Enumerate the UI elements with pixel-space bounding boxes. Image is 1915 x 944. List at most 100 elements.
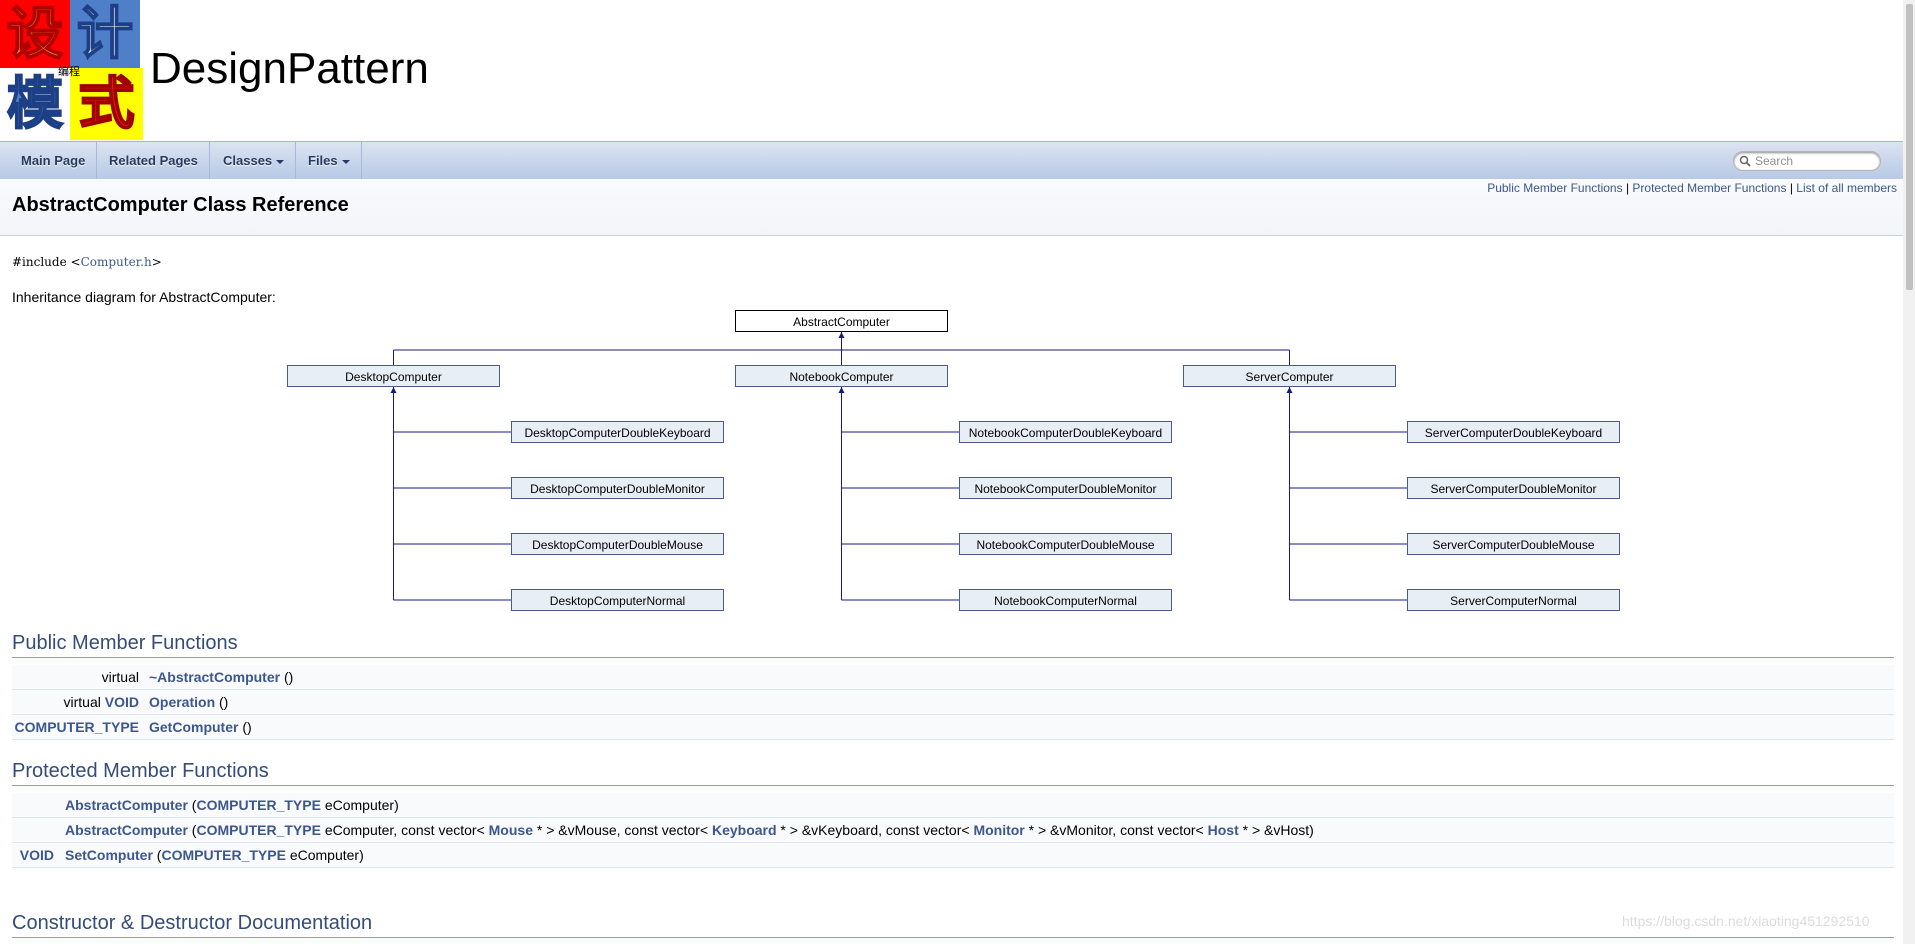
member-text: ( bbox=[152, 847, 162, 863]
diagram-leaf-class[interactable]: DesktopComputerDoubleMouse bbox=[511, 533, 724, 555]
member-args: () bbox=[238, 719, 252, 735]
member-text: ( bbox=[187, 822, 197, 838]
logo-small-text: 编程 bbox=[58, 65, 80, 78]
diagram-leaf-class[interactable]: NotebookComputerDoubleMonitor bbox=[959, 477, 1172, 499]
diagram-root-class: AbstractComputer bbox=[735, 310, 948, 332]
member-function-link[interactable]: Operation bbox=[149, 694, 216, 710]
link-list-of-all-members[interactable]: List of all members bbox=[1796, 181, 1897, 195]
member-args: () bbox=[280, 669, 294, 685]
diagram-branch-class[interactable]: NotebookComputer bbox=[735, 365, 948, 387]
member-signature: AbstractComputer (COMPUTER_TYPE eCompute… bbox=[65, 818, 1314, 842]
member-args: () bbox=[215, 694, 229, 710]
member-link[interactable]: COMPUTER_TYPE bbox=[196, 822, 321, 838]
logo-char-3: 模 bbox=[0, 68, 70, 140]
summary-separator: | bbox=[1789, 181, 1793, 195]
search-input[interactable]: Search bbox=[1733, 151, 1881, 171]
logo-char-4: 式 bbox=[70, 68, 143, 140]
member-type-link[interactable]: VOID bbox=[104, 694, 139, 710]
member-text: ( bbox=[187, 797, 197, 813]
member-signature: AbstractComputer (COMPUTER_TYPE eCompute… bbox=[65, 793, 399, 817]
member-link[interactable]: COMPUTER_TYPE bbox=[196, 797, 321, 813]
member-row: AbstractComputer (COMPUTER_TYPE eCompute… bbox=[12, 793, 1894, 818]
member-link[interactable]: AbstractComputer bbox=[65, 822, 188, 838]
member-qualifier: virtual bbox=[63, 694, 101, 710]
member-type-link[interactable]: COMPUTER_TYPE bbox=[14, 719, 139, 735]
member-text: eComputer) bbox=[285, 847, 364, 863]
inheritance-label: Inheritance diagram for AbstractComputer… bbox=[12, 289, 276, 305]
nav-classes[interactable]: Classes bbox=[212, 142, 297, 179]
member-return-type: VOID bbox=[20, 843, 54, 867]
member-link[interactable]: AbstractComputer bbox=[65, 797, 188, 813]
diagram-leaf-class[interactable]: DesktopComputerNormal bbox=[511, 589, 724, 611]
diagram-leaf-class[interactable]: ServerComputerDoubleMouse bbox=[1407, 533, 1620, 555]
include-keyword: #include bbox=[12, 255, 67, 269]
diagram-branch-class[interactable]: DesktopComputer bbox=[287, 365, 500, 387]
include-open: < bbox=[70, 255, 81, 269]
title-area: 设 计 模 式 编程 DesignPattern bbox=[0, 0, 1903, 140]
scrollbar-thumb[interactable] bbox=[1906, 4, 1913, 290]
diagram-leaf-class[interactable]: NotebookComputerNormal bbox=[959, 589, 1172, 611]
nav-files-label: Files bbox=[308, 153, 338, 168]
member-return-type: virtual bbox=[102, 665, 139, 689]
member-text: * > &vMonitor, const vector< bbox=[1024, 822, 1208, 838]
member-text: eComputer, const vector< bbox=[320, 822, 489, 838]
diagram-leaf-class[interactable]: DesktopComputerDoubleKeyboard bbox=[511, 421, 724, 443]
member-signature: GetComputer () bbox=[149, 715, 252, 739]
diagram-leaf-class[interactable]: ServerComputerDoubleMonitor bbox=[1407, 477, 1620, 499]
diagram-leaf-class[interactable]: DesktopComputerDoubleMonitor bbox=[511, 477, 724, 499]
member-row: virtual VOID Operation () bbox=[12, 690, 1894, 715]
page-header: Public Member Functions | Protected Memb… bbox=[0, 179, 1903, 236]
nav-bar: Main Page Related Pages Classes Files Se… bbox=[0, 141, 1903, 180]
member-text: eComputer) bbox=[320, 797, 399, 813]
member-signature: Operation () bbox=[149, 690, 228, 714]
diagram-leaf-class[interactable]: ServerComputerDoubleKeyboard bbox=[1407, 421, 1620, 443]
public-member-table: virtual ~AbstractComputer () virtual VOID O… bbox=[12, 665, 1894, 740]
include-close: > bbox=[151, 255, 162, 269]
project-name: DesignPattern bbox=[150, 44, 429, 93]
constructor-destructor-header: Constructor & Destructor Documentation bbox=[12, 912, 1894, 938]
member-signature: ~AbstractComputer () bbox=[149, 665, 293, 689]
member-row: VOID SetComputer (COMPUTER_TYPE eComputer… bbox=[12, 843, 1894, 868]
member-link[interactable]: Mouse bbox=[488, 822, 533, 838]
member-qualifier: virtual bbox=[101, 669, 139, 685]
watermark-text: https://blog.csdn.net/xiaoting451292510 bbox=[1622, 913, 1870, 929]
member-row: AbstractComputer (COMPUTER_TYPE eCompute… bbox=[12, 818, 1894, 843]
chevron-down-icon bbox=[341, 159, 350, 164]
protected-member-functions-header: Protected Member Functions bbox=[12, 760, 1894, 786]
logo-char-2: 计 bbox=[70, 0, 140, 68]
member-link[interactable]: COMPUTER_TYPE bbox=[161, 847, 286, 863]
member-type-link[interactable]: VOID bbox=[19, 847, 54, 863]
member-link[interactable]: Monitor bbox=[973, 822, 1025, 838]
diagram-branch-class[interactable]: ServerComputer bbox=[1183, 365, 1396, 387]
member-link[interactable]: Keyboard bbox=[711, 822, 777, 838]
member-text: * > &vHost) bbox=[1238, 822, 1314, 838]
member-return-type: COMPUTER_TYPE bbox=[15, 715, 139, 739]
member-function-link[interactable]: ~AbstractComputer bbox=[149, 669, 281, 685]
nav-main-page[interactable]: Main Page bbox=[10, 142, 98, 179]
link-public-member-functions[interactable]: Public Member Functions bbox=[1487, 181, 1623, 195]
member-function-link[interactable]: GetComputer bbox=[149, 719, 239, 735]
nav-classes-label: Classes bbox=[223, 153, 273, 168]
member-text: * > &vKeyboard, const vector< bbox=[776, 822, 974, 838]
include-file-link[interactable]: Computer.h bbox=[80, 255, 152, 269]
diagram-leaf-class[interactable]: NotebookComputerDoubleKeyboard bbox=[959, 421, 1172, 443]
member-row: COMPUTER_TYPE GetComputer () bbox=[12, 715, 1894, 740]
project-logo: 设 计 模 式 编程 bbox=[0, 0, 143, 140]
link-protected-member-functions[interactable]: Protected Member Functions bbox=[1632, 181, 1787, 195]
member-link[interactable]: SetComputer bbox=[65, 847, 153, 863]
member-return-type: virtual VOID bbox=[64, 690, 139, 714]
diagram-leaf-class[interactable]: ServerComputerNormal bbox=[1407, 589, 1620, 611]
nav-files[interactable]: Files bbox=[297, 142, 362, 179]
summary-separator: | bbox=[1625, 181, 1630, 195]
diagram-leaf-class[interactable]: NotebookComputerDoubleMouse bbox=[959, 533, 1172, 555]
search-placeholder: Search bbox=[1755, 154, 1794, 168]
nav-main-page-label: Main Page bbox=[21, 153, 86, 168]
nav-related-pages[interactable]: Related Pages bbox=[98, 142, 210, 179]
member-text: * > &vMouse, const vector< bbox=[532, 822, 712, 838]
logo-char-1: 设 bbox=[0, 0, 70, 68]
public-member-functions-header: Public Member Functions bbox=[12, 632, 1894, 658]
search-icon bbox=[1739, 155, 1751, 167]
summary-links: Public Member Functions | Protected Memb… bbox=[1487, 181, 1897, 195]
member-link[interactable]: Host bbox=[1207, 822, 1239, 838]
nav-related-pages-label: Related Pages bbox=[109, 153, 198, 168]
